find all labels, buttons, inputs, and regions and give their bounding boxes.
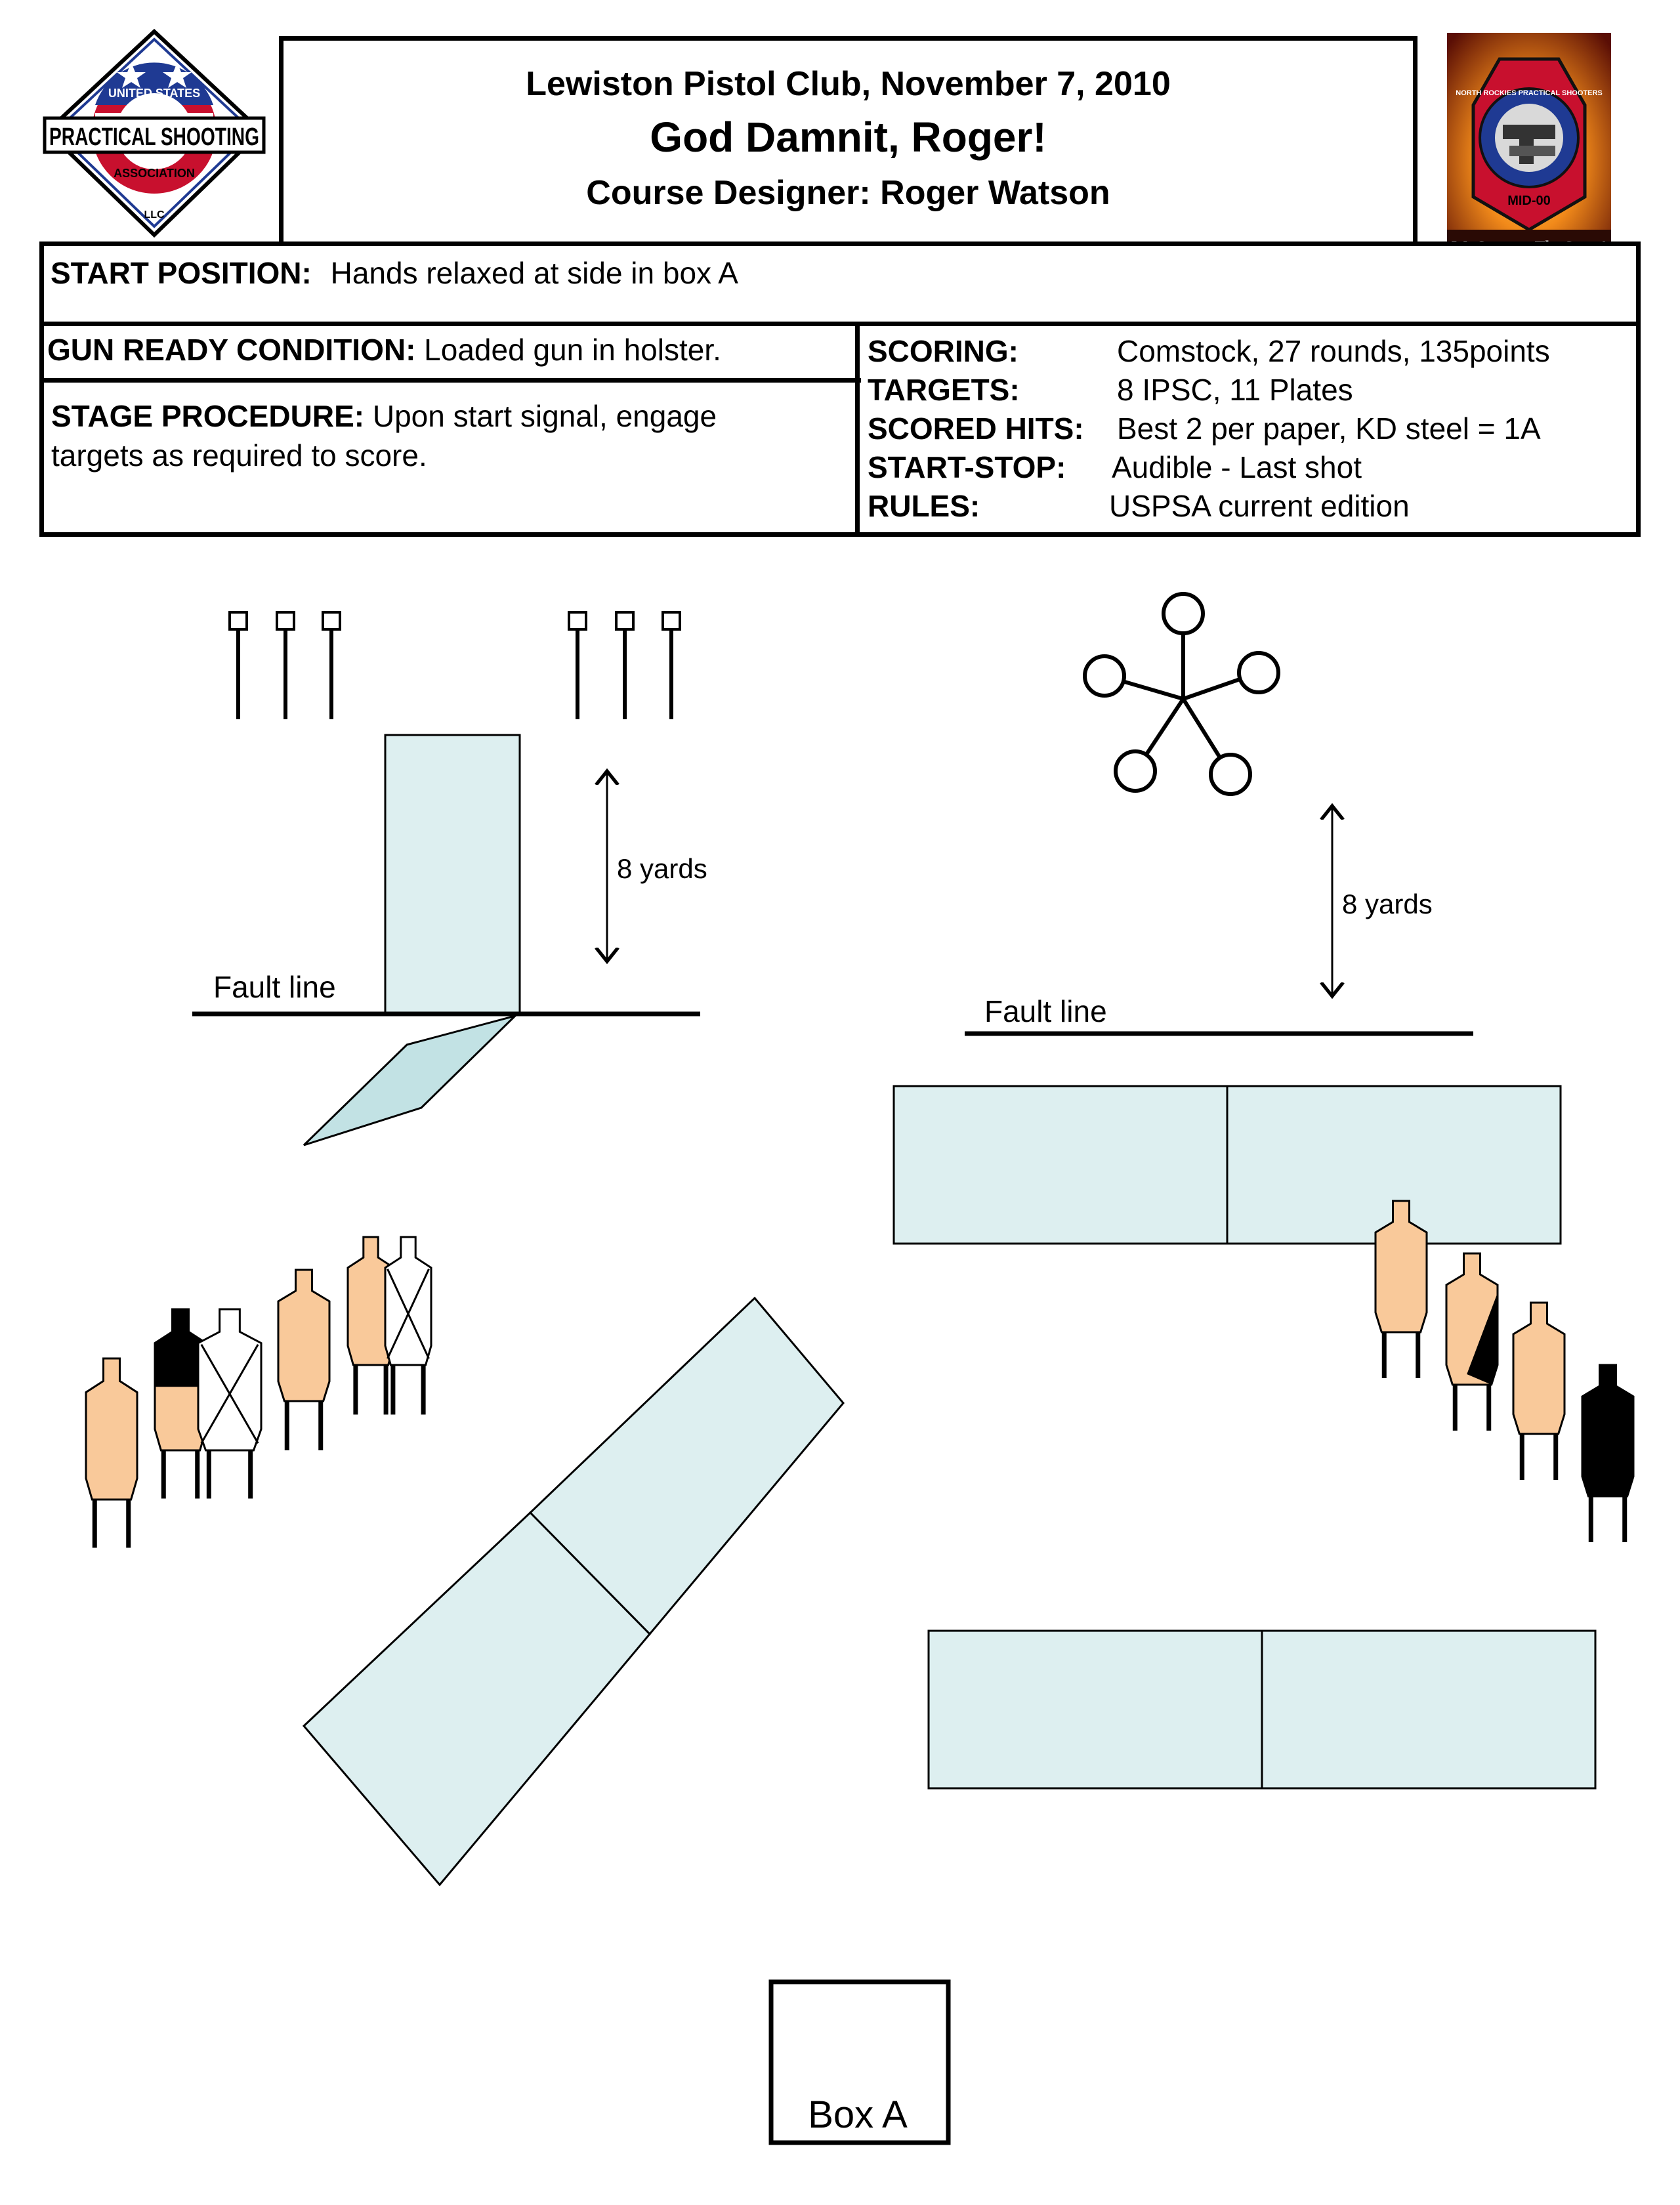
uspsa-bottom-text: ASSOCIATION: [114, 167, 195, 180]
ipsc-target-right-3: [1512, 1301, 1566, 1480]
ipsc-target-left-1: [85, 1357, 138, 1548]
fault-line-left-label: Fault line: [213, 970, 336, 1004]
ipsc-target-left-3: [197, 1308, 262, 1499]
gun-ready-divider: [39, 378, 861, 383]
box-a: [768, 1979, 951, 2145]
club-date: Lewiston Pistol Club, November 7, 2010: [526, 65, 1171, 103]
star-plate-rack: [1083, 592, 1280, 796]
wall-right-lower-1: [927, 1629, 1263, 1790]
start-stop-value: Audible - Last shot: [1112, 450, 1362, 484]
uspsa-logo: PRACTICAL SHOOTING UNITED STATES ASSOCIA…: [39, 26, 269, 243]
stage-procedure-value-2: targets as required to score.: [51, 438, 427, 472]
club-logo-ring-text: NORTH ROCKIES PRACTICAL SHOOTERS: [1456, 89, 1602, 97]
ipsc-target-left-5: [346, 1236, 395, 1415]
box-a-label: Box A: [808, 2093, 908, 2136]
uspsa-top-text: UNITED STATES: [108, 87, 200, 100]
scoring-label: SCORING:: [868, 334, 1018, 368]
gun-ready-label: GUN READY CONDITION:: [47, 333, 416, 367]
uspsa-llc-text: LLC: [144, 209, 165, 220]
targets-value: 8 IPSC, 11 Plates: [1117, 373, 1353, 407]
stage-procedure-label: STAGE PROCEDURE:: [51, 399, 365, 433]
start-stop-label: START-STOP:: [868, 450, 1066, 484]
plate-2: [277, 612, 294, 719]
fault-line-right-label: Fault line: [984, 994, 1107, 1028]
ipsc-target-left-4: [277, 1269, 331, 1450]
scored-hits-label: SCORED HITS:: [868, 411, 1084, 446]
distance-left-label: 8 yards: [617, 853, 707, 884]
left-target-array: [85, 1236, 432, 1548]
wall-left-upright: [384, 734, 521, 1015]
start-position-value: Hands relaxed at side in box A: [330, 256, 738, 290]
course-designer: Course Designer: Roger Watson: [586, 174, 1110, 212]
stage-procedure-value-1: Upon start signal, engage: [372, 399, 717, 433]
club-logo: MID-00 NORTH ROCKIES PRACTICAL SHOOTERS …: [1447, 33, 1611, 262]
wall-left-angled: [303, 1014, 519, 1146]
rules-value: USPSA current edition: [1109, 489, 1410, 523]
ipsc-target-right-1: [1374, 1200, 1428, 1378]
ipsc-target-right-2: [1445, 1252, 1499, 1431]
scoring-value: Comstock, 27 rounds, 135points: [1117, 334, 1550, 368]
wall-right-lower-2: [1261, 1629, 1597, 1790]
wall-diagonal-lower: [302, 1511, 652, 1887]
club-logo-icon: MID-00 NORTH ROCKIES PRACTICAL SHOOTERS …: [1447, 33, 1611, 262]
plate-1: [230, 612, 247, 719]
scored-hits-value: Best 2 per paper, KD steel = 1A: [1117, 411, 1541, 446]
ipsc-target-right-4: [1581, 1364, 1635, 1542]
plate-5: [616, 612, 633, 719]
ipsc-target-left-2: [154, 1308, 207, 1499]
scoring-info: SCORING: Comstock, 27 rounds, 135points T…: [868, 332, 1550, 526]
targets-label: TARGETS:: [868, 373, 1020, 407]
distance-right-label: 8 yards: [1342, 889, 1433, 919]
rules-label: RULES:: [868, 489, 980, 523]
stage-info-block: [39, 322, 1641, 537]
uspsa-main-text: PRACTICAL SHOOTING: [49, 123, 259, 151]
ipsc-target-left-6: [384, 1236, 432, 1415]
stage-name: God Damnit, Roger!: [650, 114, 1047, 161]
plate-3: [323, 612, 340, 719]
info-column-divider: [855, 322, 860, 537]
uspsa-logo-icon: PRACTICAL SHOOTING UNITED STATES ASSOCIA…: [43, 28, 266, 238]
gun-ready-value: Loaded gun in holster.: [424, 333, 721, 367]
plate-6: [663, 612, 680, 719]
plate-4: [569, 612, 586, 719]
wall-right-upper-1: [892, 1085, 1228, 1245]
start-position-label: START POSITION:: [51, 256, 312, 290]
header-box: Lewiston Pistol Club, November 7, 2010 G…: [279, 36, 1418, 246]
club-logo-mid-text: MID-00: [1507, 194, 1551, 208]
right-target-array: [1374, 1200, 1635, 1542]
